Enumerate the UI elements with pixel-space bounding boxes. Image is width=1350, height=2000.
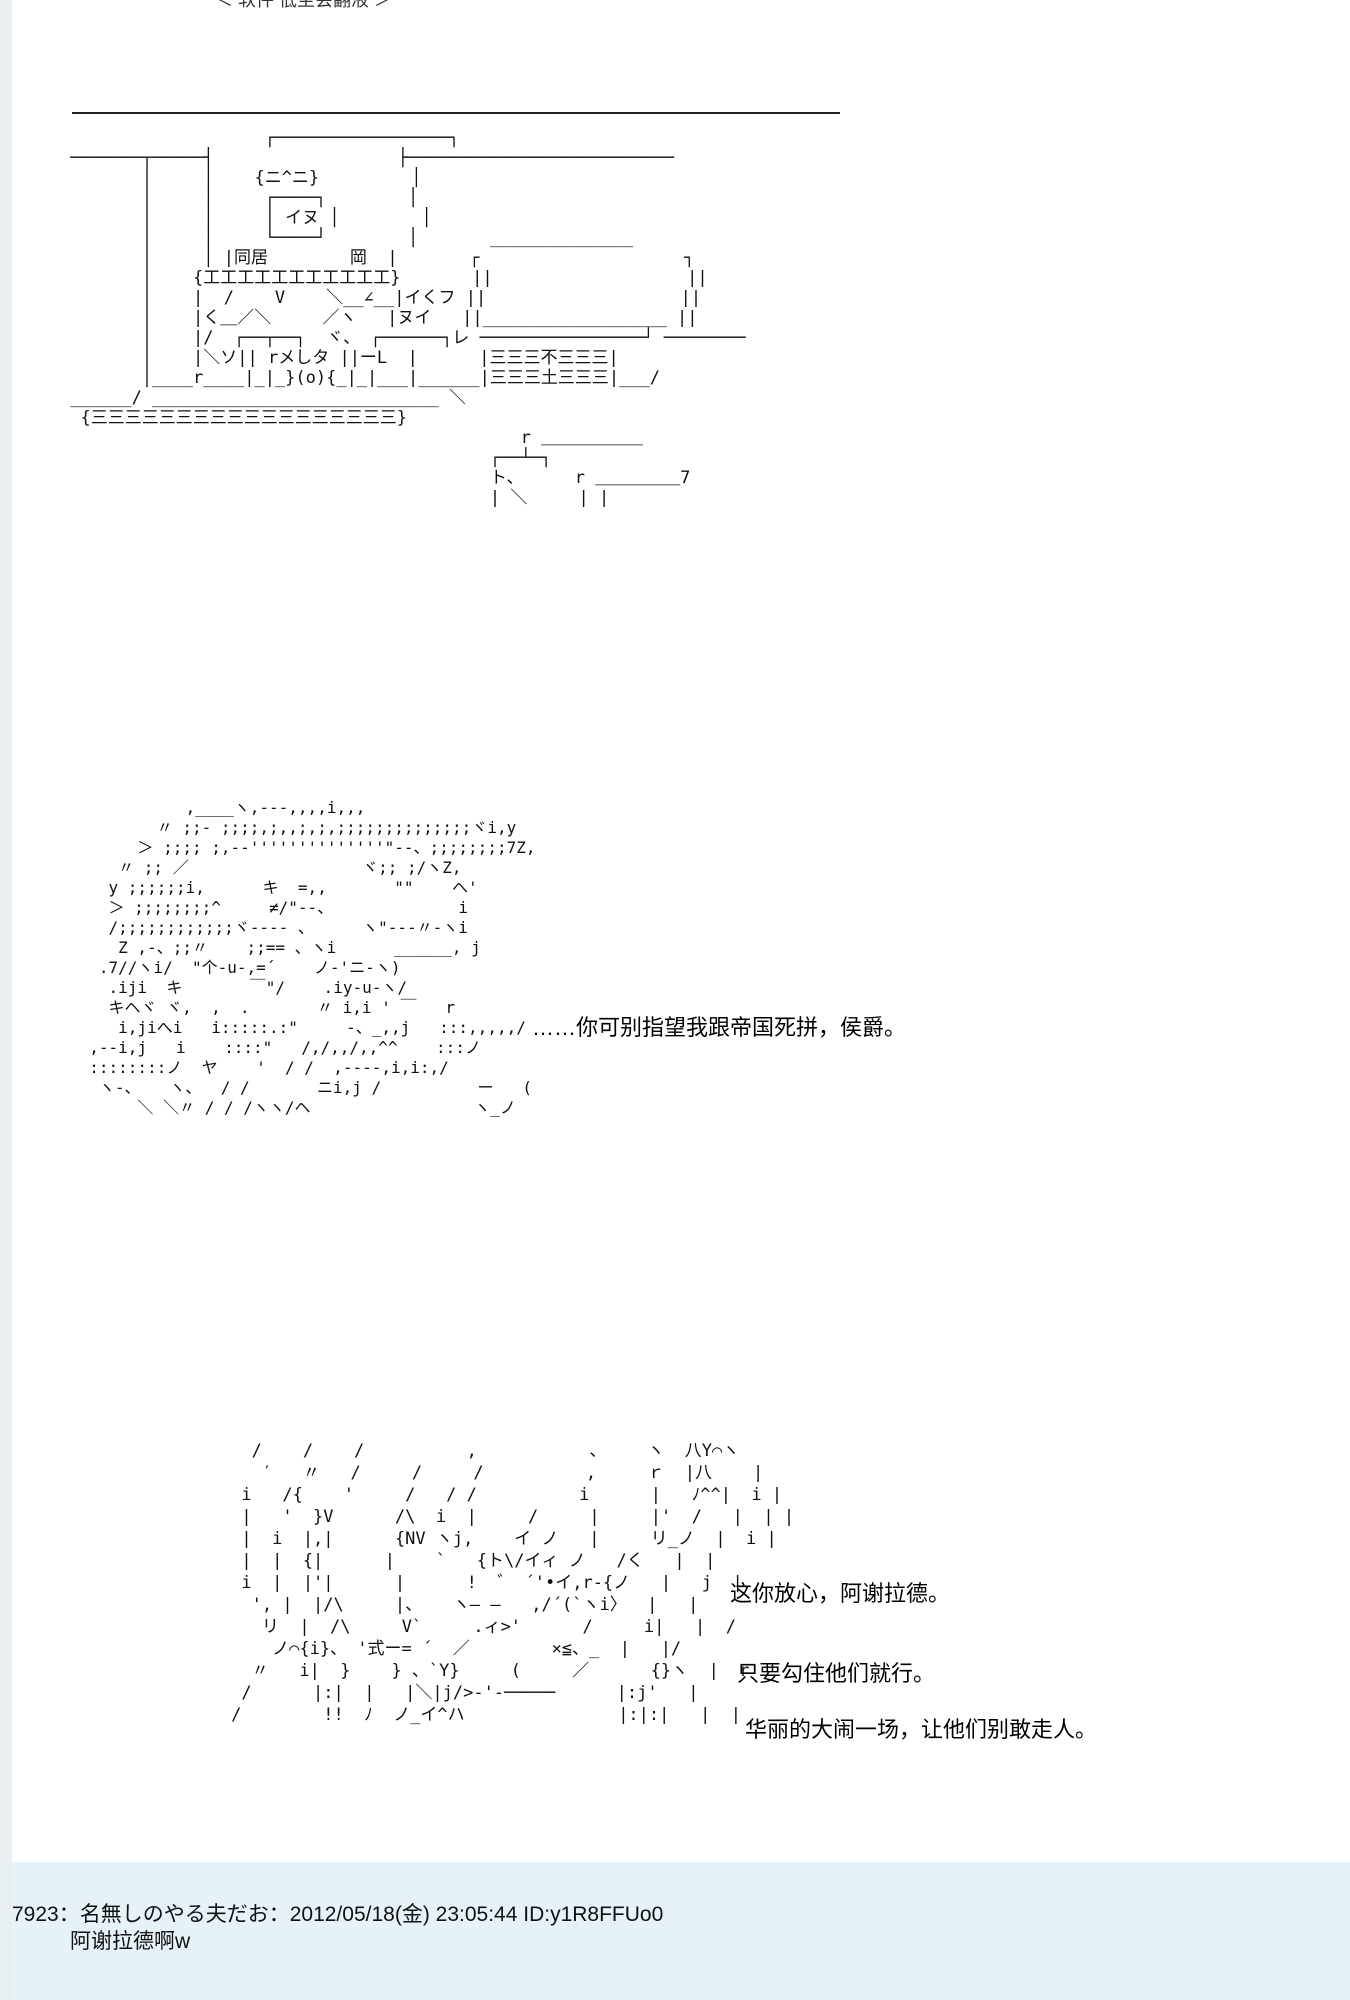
scene2-ascii-art: ,____ヽ,---,,,,i,,, 〃 ;;- ;;;;,;,,;,;,;;;… bbox=[89, 798, 536, 1117]
post-separator: ： bbox=[58, 1903, 80, 1926]
scene1-ascii-art: ┌─────────────────┐ ───────┬─────┤ ├────… bbox=[70, 128, 746, 508]
post-separator: ： bbox=[268, 1903, 290, 1926]
scene3-dialog-line-1: 这你放心，阿谢拉德。 bbox=[730, 1581, 951, 1606]
page-margin bbox=[0, 0, 12, 2000]
post-time: 23:05:44 bbox=[435, 1903, 518, 1926]
top-caption: ＜ 软件 低至会翻液 ＞ bbox=[215, 0, 393, 10]
scene3-ascii-art: / / / , 、 ヽ 八Y⌒ヽ ′ 〃 / / / , ｒ |八 | i /{… bbox=[231, 1441, 795, 1725]
scene3-dialog-line-2: 只要勾住他们就行。 bbox=[737, 1661, 936, 1686]
scene3-dialog-line-3: 华丽的大闹一场，让他们别敢走人。 bbox=[745, 1717, 1098, 1742]
scene2-dialog: ……你可别指望我跟帝国死拼，侯爵。 bbox=[532, 1015, 907, 1040]
post-date: 2012/05/18(金) bbox=[289, 1903, 430, 1926]
post-body: 阿谢拉德啊w bbox=[70, 1930, 191, 1953]
poster-id: ID:y1R8FFUo0 bbox=[523, 1903, 664, 1926]
post-header: 7923：名無しのやる夫だお：2012/05/18(金) 23:05:44 ID… bbox=[12, 1898, 663, 1928]
post-number[interactable]: 7923 bbox=[12, 1903, 59, 1926]
poster-name: 名無しのやる夫だお bbox=[79, 1903, 269, 1926]
post-panel bbox=[12, 1862, 1350, 2000]
ceiling-line bbox=[72, 112, 840, 114]
